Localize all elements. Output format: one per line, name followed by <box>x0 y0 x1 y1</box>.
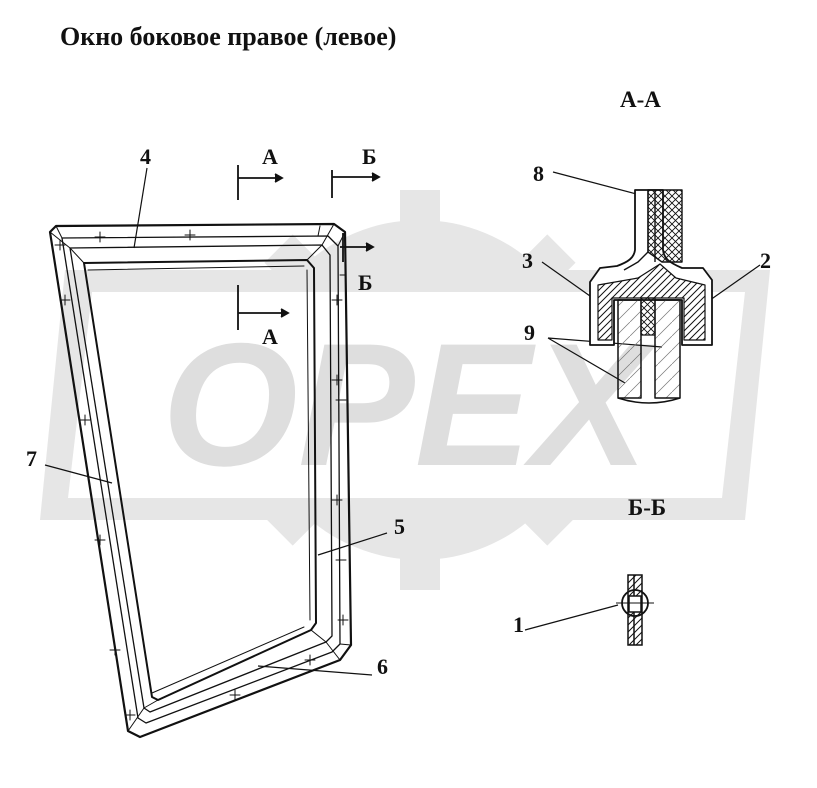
section-bb-detail <box>616 574 654 646</box>
cut-label-b-top: Б <box>362 144 377 169</box>
callout-8: 8 <box>533 161 544 186</box>
callout-5: 5 <box>394 514 405 539</box>
watermark-text: OPEX <box>162 308 658 503</box>
cut-label-b-side: Б <box>358 270 373 295</box>
callout-9: 9 <box>524 320 535 345</box>
section-cut-lines <box>237 165 381 330</box>
callout-3: 3 <box>522 248 533 273</box>
callout-4: 4 <box>140 144 151 169</box>
cut-label-a-top: А <box>262 144 278 169</box>
callout-2: 2 <box>760 248 771 273</box>
callout-1: 1 <box>513 612 524 637</box>
window-frame <box>48 222 353 739</box>
section-label-bb: Б-Б <box>628 495 667 520</box>
cut-label-a-bottom: А <box>262 324 278 349</box>
callout-7: 7 <box>26 446 37 471</box>
section-aa-detail <box>589 189 713 404</box>
section-label-aa: А-А <box>620 87 661 112</box>
page-title: Окно боковое правое (левое) <box>60 22 397 51</box>
callout-6: 6 <box>377 654 388 679</box>
